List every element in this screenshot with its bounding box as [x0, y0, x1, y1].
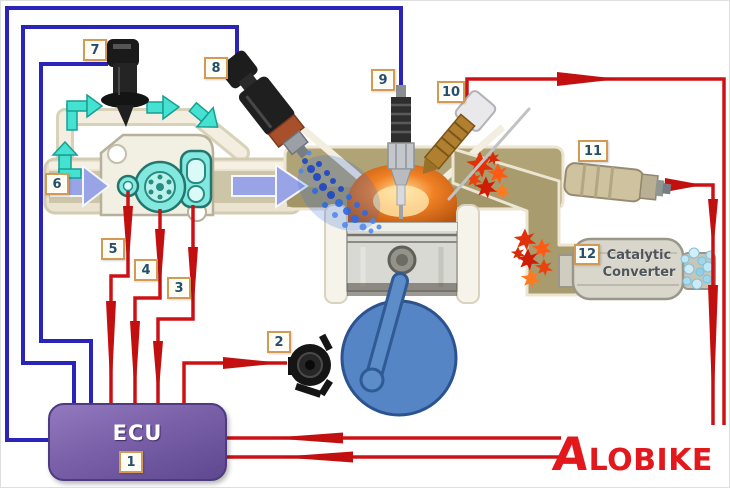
marker-9: 9	[371, 69, 395, 91]
wire-arrowheads	[106, 72, 718, 463]
spark-plug-wire	[5, 6, 403, 442]
marker-5-number: 5	[108, 241, 118, 257]
idle-air-arrow-turn-right	[66, 93, 104, 131]
throttle-body	[99, 133, 215, 222]
idle-air-control-valve	[101, 39, 149, 127]
crankshaft-position-sensor	[288, 333, 333, 398]
fuel-injector	[219, 50, 310, 159]
catalytic-converter-label-line2: Converter	[602, 265, 676, 280]
oxygen-sensor-wire	[663, 183, 715, 425]
marker-7: 7	[83, 39, 107, 61]
marker-2: 2	[267, 331, 291, 353]
marker-8: 8	[204, 57, 228, 79]
marker-5: 5	[101, 238, 125, 260]
fuel-spray	[297, 150, 382, 234]
marker-12-number: 12	[577, 247, 597, 262]
valve-stem-rod	[447, 107, 531, 201]
marker-4-number: 4	[141, 262, 151, 278]
crankshaft-flywheel	[340, 272, 458, 417]
ecu-box: ECU 1	[48, 403, 227, 481]
marker-8-number: 8	[211, 60, 221, 76]
marker-1: 1	[119, 451, 143, 473]
catalytic-converter-label: Catalytic Converter	[595, 247, 683, 281]
idle-air-arrow-down-right	[188, 101, 219, 128]
idle-air-arrow-up	[51, 140, 82, 179]
marker-2-number: 2	[274, 334, 284, 350]
idle-air-arrows	[51, 93, 219, 179]
marker-1-number: 1	[126, 454, 136, 470]
marker-12: 12	[574, 244, 600, 265]
marker-9-number: 9	[378, 72, 388, 88]
airflow-arrow-right	[231, 163, 309, 209]
marker-10: 10	[437, 81, 465, 103]
spark-plug	[387, 85, 415, 219]
idle-valve-wire	[39, 62, 108, 405]
marker-4: 4	[134, 259, 158, 281]
idle-air-arrow-right	[146, 94, 181, 121]
marker-11-number: 11	[583, 143, 603, 159]
brand-logo-initial: A	[550, 427, 592, 481]
marker-6-number: 6	[52, 176, 62, 192]
injector-wire	[21, 25, 239, 405]
marker-7-number: 7	[90, 42, 100, 58]
oxygen-sensor	[563, 162, 672, 203]
coolant-temp-sensor	[422, 90, 497, 174]
marker-3-number: 3	[174, 280, 184, 296]
marker-6: 6	[45, 173, 69, 195]
ecu-title: ECU	[112, 421, 163, 445]
brand-logo-text: LOBIKE	[588, 443, 713, 478]
marker-11: 11	[578, 140, 608, 162]
catalytic-converter-label-line1: Catalytic	[606, 248, 672, 263]
marker-10-number: 10	[441, 84, 461, 100]
crank-sensor-wire	[182, 361, 287, 405]
marker-3: 3	[167, 277, 191, 299]
